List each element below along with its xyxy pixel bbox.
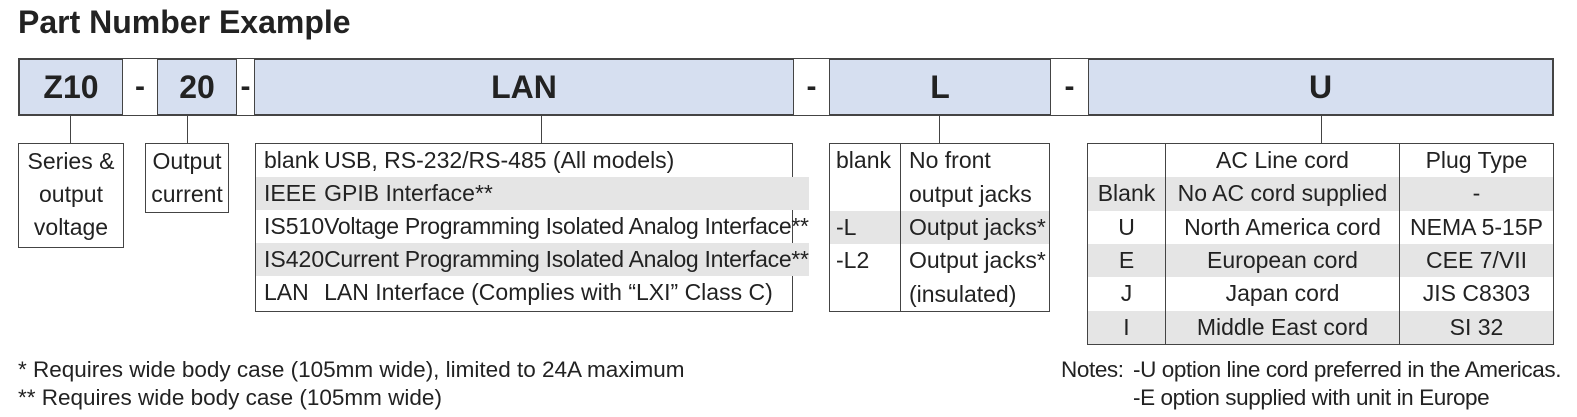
segment-dash: - (237, 59, 254, 115)
connector-line (187, 116, 188, 143)
interface-code: LAN (264, 279, 309, 305)
connector-line (70, 116, 71, 143)
output-box: Output current (145, 143, 229, 213)
series-line: voltage (33, 214, 109, 240)
interface-desc: Voltage Programming Isolated Analog Inte… (324, 213, 809, 239)
cord-code: E (1088, 243, 1166, 278)
segment-dash: - (794, 59, 829, 115)
cord-name: Japan cord (1165, 277, 1400, 311)
table-row: AC Line cord Plug Type (1088, 144, 1553, 178)
interface-desc: Current Programming Isolated Analog Inte… (324, 246, 809, 272)
interface-code: IEEE (264, 180, 317, 206)
plug-header: Plug Type (1425, 147, 1528, 174)
cord-code: I (1088, 310, 1166, 344)
table-row: -L Output jacks* (830, 210, 1049, 245)
jacks-desc: output jacks (909, 180, 1032, 207)
note-line: -E option supplied with unit in Europe (1133, 385, 1490, 410)
notes-label: Notes: (1061, 357, 1124, 382)
table-row: output jacks (830, 177, 1049, 211)
table-row: E European cord CEE 7/VII (1088, 243, 1553, 278)
jacks-desc: (insulated) (909, 280, 1017, 307)
interface-desc: LAN Interface (Complies with “LXI” Class… (324, 279, 773, 305)
interface-desc: GPIB Interface** (324, 180, 493, 206)
output-line: Output (152, 148, 222, 174)
jacks-code (830, 177, 901, 211)
jacks-code: -L (830, 210, 901, 245)
table-row: IEEE GPIB Interface** (256, 177, 809, 210)
segment-cord: U (1088, 59, 1553, 115)
plug-type: SI 32 (1449, 313, 1504, 340)
part-number-bar: Z10 - 20 - LAN - L - U (18, 58, 1554, 116)
segment-output: 20 (157, 59, 237, 115)
table-row: Blank No AC cord supplied - (1088, 177, 1553, 211)
note-line: -U option line cord preferred in the Ame… (1133, 357, 1562, 382)
plug-type: NEMA 5-15P (1410, 213, 1543, 240)
table-row: (insulated) (830, 277, 1049, 311)
plug-type: CEE 7/VII (1426, 247, 1527, 274)
jacks-desc: Output jacks* (909, 213, 1046, 240)
table-row: IS420 Current Programming Isolated Analo… (256, 243, 809, 276)
series-line: Series & (27, 148, 115, 174)
jacks-desc: No front (909, 147, 991, 174)
plug-type: JIS C8303 (1422, 280, 1531, 307)
cord-name: Middle East cord (1165, 310, 1400, 344)
cord-name: European cord (1165, 243, 1400, 278)
connector-line (1321, 116, 1322, 143)
cord-code: U (1088, 210, 1166, 244)
cord-name: No AC cord supplied (1165, 177, 1400, 211)
segment-interface: LAN (254, 59, 794, 115)
interface-table: blank USB, RS-232/RS-485 (All models) IE… (255, 143, 809, 312)
jacks-table: blank No front output jacks -L Output ja… (829, 143, 1050, 312)
cord-header: AC Line cord (1165, 144, 1400, 178)
cord-name: North America cord (1165, 210, 1400, 244)
table-row: -L2 Output jacks* (830, 244, 1049, 278)
table-row: IS510 Voltage Programming Isolated Analo… (256, 210, 809, 243)
jacks-code: blank (830, 144, 901, 178)
connector-line (939, 116, 940, 143)
table-row: U North America cord NEMA 5-15P (1088, 210, 1553, 244)
jacks-code (830, 277, 901, 311)
table-row: blank USB, RS-232/RS-485 (All models) (256, 144, 809, 177)
page-title: Part Number Example (18, 4, 351, 40)
footnotes: * Requires wide body case (105mm wide), … (18, 356, 685, 412)
cord-code: Blank (1088, 177, 1166, 211)
connector-line (541, 116, 542, 143)
notes-spacer (1061, 384, 1133, 412)
series-box: Series & output voltage (18, 143, 124, 248)
footnote: * Requires wide body case (105mm wide), … (18, 357, 685, 382)
footnote: ** Requires wide body case (105mm wide) (18, 385, 442, 410)
cord-code: J (1088, 277, 1166, 311)
segment-dash: - (123, 59, 157, 115)
series-line: output (39, 181, 103, 207)
segment-jacks: L (829, 59, 1051, 115)
segment-series: Z10 (19, 59, 123, 115)
cord-header-empty (1088, 144, 1166, 178)
jacks-code: -L2 (830, 244, 901, 278)
table-row: LAN LAN Interface (Complies with “LXI” C… (256, 276, 809, 309)
interface-desc: USB, RS-232/RS-485 (All models) (324, 147, 675, 173)
jacks-desc: Output jacks* (909, 247, 1046, 274)
table-row: blank No front (830, 144, 1049, 178)
notes: Notes: -U option line cord preferred in … (1061, 356, 1561, 412)
interface-code: IS420 (264, 246, 325, 272)
table-row: I Middle East cord SI 32 (1088, 310, 1553, 344)
cord-table: AC Line cord Plug Type Blank No AC cord … (1087, 143, 1554, 345)
segment-dash: - (1051, 59, 1088, 115)
interface-code: blank (264, 147, 319, 173)
plug-type: - (1472, 180, 1481, 207)
output-line: current (151, 181, 223, 207)
interface-code: IS510 (264, 213, 325, 239)
table-row: J Japan cord JIS C8303 (1088, 277, 1553, 311)
